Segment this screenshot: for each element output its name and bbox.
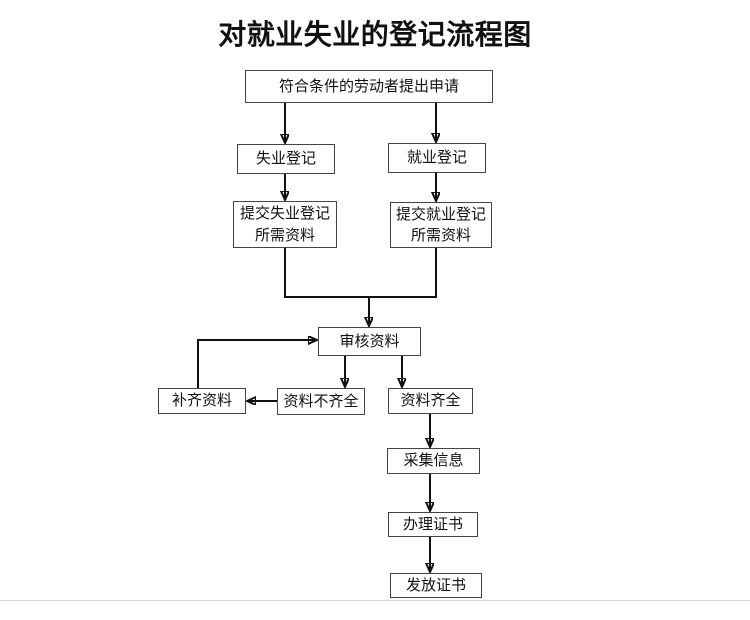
node-supplement-materials: 补齐资料 (158, 388, 246, 414)
node-materials-incomplete: 资料不齐全 (277, 388, 365, 415)
node-process-certificate: 办理证书 (388, 512, 478, 537)
diagram-title: 对就业失业的登记流程图 (218, 19, 532, 50)
node-collect-information: 采集信息 (387, 448, 480, 474)
bottom-divider (0, 600, 750, 601)
node-unemployment-registration: 失业登记 (237, 144, 335, 174)
node-materials-complete: 资料齐全 (388, 388, 473, 414)
node-submit-unemployment-materials: 提交失业登记所需资料 (233, 201, 337, 248)
node-apply: 符合条件的劳动者提出申请 (245, 70, 493, 103)
node-review-materials: 审核资料 (318, 327, 421, 356)
node-submit-employment-materials: 提交就业登记所需资料 (390, 202, 492, 248)
node-issue-certificate: 发放证书 (390, 573, 482, 598)
edge-merge-lines (284, 248, 437, 298)
node-employment-registration: 就业登记 (388, 143, 486, 173)
edge-supplement-to-review (197, 340, 317, 388)
